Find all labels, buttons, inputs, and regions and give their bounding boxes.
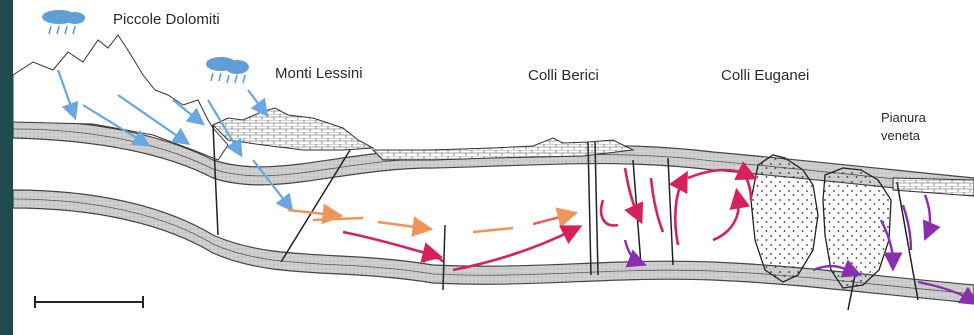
label-monti-lessini: Monti Lessini — [275, 65, 363, 82]
geological-cross-section: Piccole Dolomiti Monti Lessini Colli Ber… — [13, 0, 974, 335]
scale-bar — [35, 296, 143, 308]
rain-cloud-icon — [206, 57, 249, 83]
label-piccole-dolomiti: Piccole Dolomiti — [113, 11, 220, 28]
monti-lessini-plateau — [213, 108, 373, 150]
colli-euganei-volcanic-body-2 — [823, 168, 891, 288]
label-pianura: Pianura — [881, 110, 927, 125]
label-veneta: veneta — [881, 128, 921, 143]
rain-cloud-icon — [42, 10, 85, 34]
pianura-veneta-plain — [893, 178, 974, 196]
hot-flow-arrows — [343, 168, 751, 270]
diagram-panel: Piccole Dolomiti Monti Lessini Colli Ber… — [13, 0, 974, 335]
warm-flow-arrows — [288, 210, 568, 232]
label-colli-euganei: Colli Euganei — [721, 67, 809, 84]
label-colli-berici: Colli Berici — [528, 67, 599, 84]
